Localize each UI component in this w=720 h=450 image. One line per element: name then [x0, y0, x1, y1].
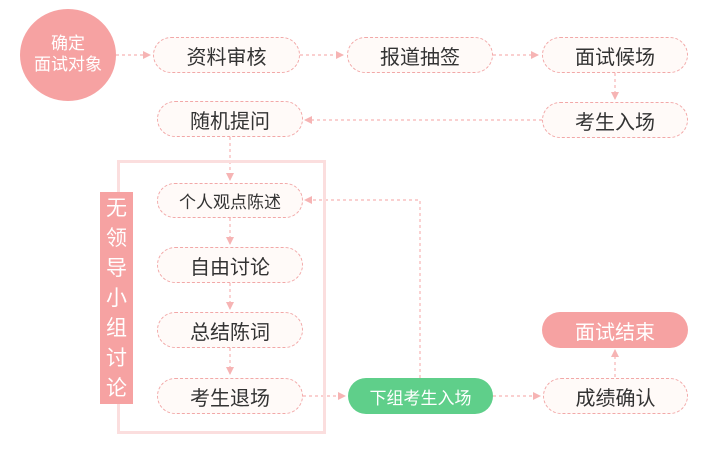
- group-label-char: 小: [106, 286, 127, 310]
- group-label-char: 组: [106, 316, 127, 340]
- start-node-line1: 确定: [51, 34, 85, 54]
- group-discussion-label: 无 领 导 小 组 讨 论: [100, 192, 133, 404]
- node-free-discussion: 自由讨论: [157, 247, 303, 283]
- node-score-confirm: 成绩确认: [543, 378, 688, 414]
- group-label-char: 导: [106, 256, 127, 280]
- node-interview-wait: 面试候场: [542, 37, 688, 73]
- node-candidate-enter: 考生入场: [542, 102, 688, 138]
- node-random-question: 随机提问: [157, 101, 303, 137]
- node-personal-statement: 个人观点陈述: [157, 183, 303, 218]
- group-label-char: 讨: [106, 346, 127, 370]
- node-material-review: 资料审核: [153, 37, 300, 73]
- node-interview-end: 面试结束: [542, 312, 688, 348]
- group-label-char: 领: [106, 226, 127, 250]
- node-summary-statement: 总结陈词: [157, 312, 303, 348]
- group-label-char: 论: [106, 376, 127, 400]
- start-node: 确定 面试对象: [20, 9, 116, 101]
- arrow-nextgroup-loop: [304, 196, 421, 378]
- start-node-line2: 面试对象: [34, 55, 102, 75]
- node-candidate-exit: 考生退场: [157, 378, 303, 414]
- node-next-group-enter: 下组考生入场: [348, 378, 493, 414]
- group-label-char: 无: [106, 196, 127, 220]
- node-registration-draw: 报道抽签: [347, 37, 493, 73]
